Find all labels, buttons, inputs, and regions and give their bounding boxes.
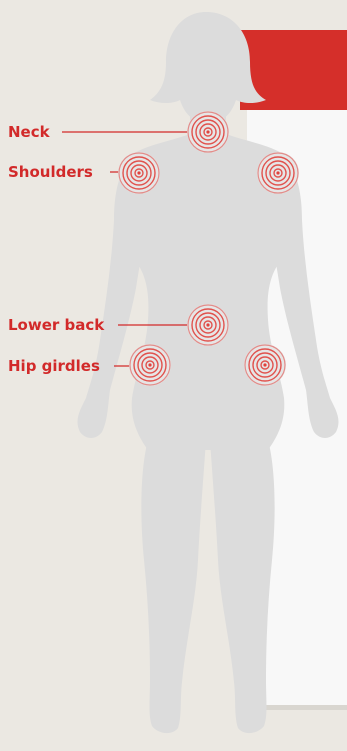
right-leg <box>210 440 275 733</box>
lower-back-label: Lower back <box>8 316 104 334</box>
target-center-dot <box>263 363 266 366</box>
left-shoulder-target <box>118 152 160 194</box>
target-center-dot <box>148 363 151 366</box>
shoulders-label: Shoulders <box>8 163 93 181</box>
target-center-dot <box>206 323 209 326</box>
target-center-dot <box>206 130 209 133</box>
right-shoulder-target <box>257 152 299 194</box>
hip-girdles-label: Hip girdles <box>8 357 100 375</box>
target-center-dot <box>276 171 279 174</box>
target-center-dot <box>137 171 140 174</box>
neck-target <box>187 111 229 153</box>
lower-back-target <box>187 304 229 346</box>
neck-label: Neck <box>8 123 50 141</box>
left-leg <box>141 440 206 733</box>
right-hip-target <box>244 344 286 386</box>
left-hip-target <box>129 344 171 386</box>
